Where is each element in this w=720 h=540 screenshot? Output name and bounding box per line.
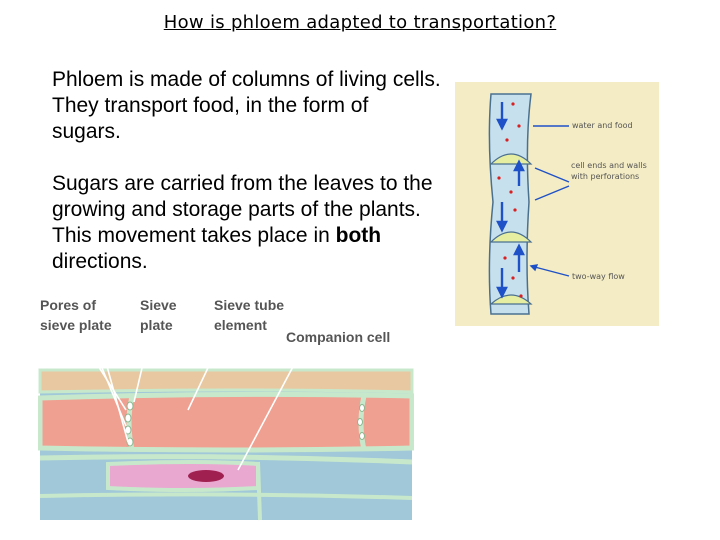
upper-cell bbox=[38, 368, 414, 394]
sugar-dots bbox=[497, 102, 523, 298]
phloem-column-diagram: water and food cell ends and walls with … bbox=[455, 82, 659, 326]
label-two-way-flow: two-way flow bbox=[572, 272, 625, 281]
paragraph-phloem-intro: Phloem is made of columns of living cell… bbox=[52, 68, 441, 143]
label-water-food: water and food bbox=[572, 121, 633, 130]
sieve-plate-2 bbox=[489, 231, 533, 243]
slide-title: How is phloem adapted to transportation? bbox=[163, 12, 557, 33]
bottom-wall bbox=[39, 492, 413, 500]
lower-wall bbox=[39, 454, 413, 465]
sieve-tube-element bbox=[38, 391, 414, 453]
companion-cell bbox=[106, 460, 260, 492]
sieve-plate-1 bbox=[489, 153, 533, 165]
emphasis-both: both bbox=[335, 224, 382, 247]
companion-cell-nucleus bbox=[188, 470, 224, 482]
flow-arrows bbox=[496, 102, 525, 299]
label-pointers bbox=[529, 125, 570, 277]
label-companion-cell: Companion cell bbox=[286, 329, 390, 345]
sieve-plate-pores bbox=[124, 401, 365, 447]
diagram-background bbox=[455, 82, 659, 326]
cell-divider bbox=[256, 461, 262, 521]
phloem-tube bbox=[488, 93, 532, 315]
paragraph-text-start: Sugars are carried from the leaves to th… bbox=[52, 172, 433, 247]
paragraph-text-end: directions. bbox=[52, 250, 148, 273]
label-cell-ends: cell ends and walls with perforations bbox=[571, 161, 647, 181]
paragraph-sugar-movement: Sugars are carried from the leaves to th… bbox=[52, 171, 442, 275]
figure-pointers bbox=[77, 333, 305, 471]
